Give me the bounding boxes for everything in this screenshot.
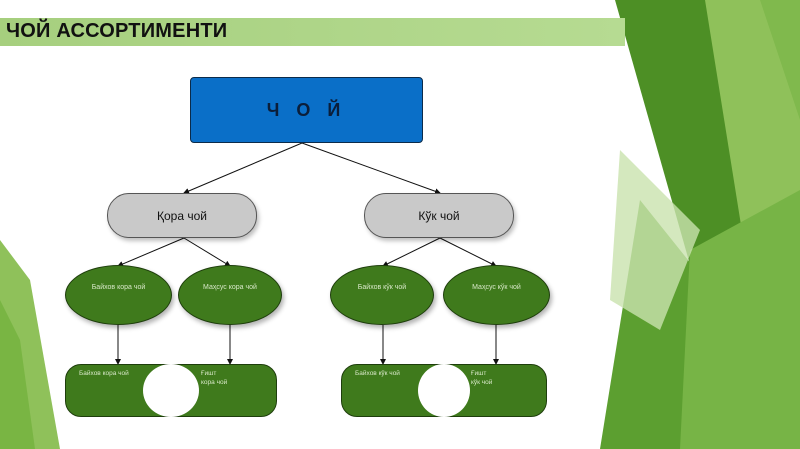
- leaf-special-black: Маҳсус кора чой: [178, 265, 282, 325]
- bg-shape-8: [0, 300, 35, 449]
- connector-right-leaf1: [382, 237, 441, 267]
- branch-green-tea: Кўк чой: [364, 193, 514, 238]
- leaf-bayhov-black: Байхов кора чой: [65, 265, 172, 325]
- connector-left-leaf1: [117, 237, 185, 267]
- root-node-tea: Ч О Й: [190, 77, 423, 143]
- leaf-special-green-label: Маҳсус кўк чой: [472, 283, 521, 291]
- slide-title: ЧОЙ АССОРТИМЕНТИ: [6, 20, 228, 42]
- branch-black-tea: Қора чой: [107, 193, 257, 238]
- branch-green-tea-label: Кўк чой: [418, 208, 460, 223]
- bg-shape-6: [610, 150, 700, 330]
- bg-shape-5: [680, 190, 800, 449]
- leaf-bayhov-green-label: Байхов кўк чой: [357, 283, 407, 291]
- root-label: Ч О Й: [266, 99, 347, 120]
- leaf-special-green: Маҳсус кўк чой: [443, 265, 550, 325]
- leaf-special-black-label: Маҳсус кора чой: [203, 283, 257, 291]
- connector-left-leaf2: [183, 237, 231, 267]
- leaf-bayhov-green: Байхов кўк чой: [330, 265, 434, 325]
- branch-black-tea-label: Қора чой: [157, 208, 207, 223]
- store-black-tea: Байхов кора чой Ғишт кора чой: [65, 364, 277, 417]
- store-black-tea-gap: [143, 364, 199, 417]
- leaf-bayhov-black-label: Байхов кора чой: [91, 283, 146, 291]
- store-green-tea-gap: [418, 364, 470, 417]
- connector-right-leaf2: [439, 237, 497, 267]
- connector-root-right: [301, 142, 441, 195]
- store-green-tea: Байхов кўк чой Ғишт кўк чой: [341, 364, 547, 417]
- store-green-tea-extra: Ғишт кўк чой: [471, 370, 493, 386]
- connector-root-left: [183, 142, 303, 194]
- store-green-tea-label: Байхов кўк чой: [355, 370, 400, 377]
- store-black-tea-label: Байхов кора чой: [79, 370, 129, 377]
- title-band: [0, 18, 625, 46]
- bg-shape-2: [615, 0, 750, 300]
- store-black-tea-extra: Ғишт кора чой: [201, 370, 228, 386]
